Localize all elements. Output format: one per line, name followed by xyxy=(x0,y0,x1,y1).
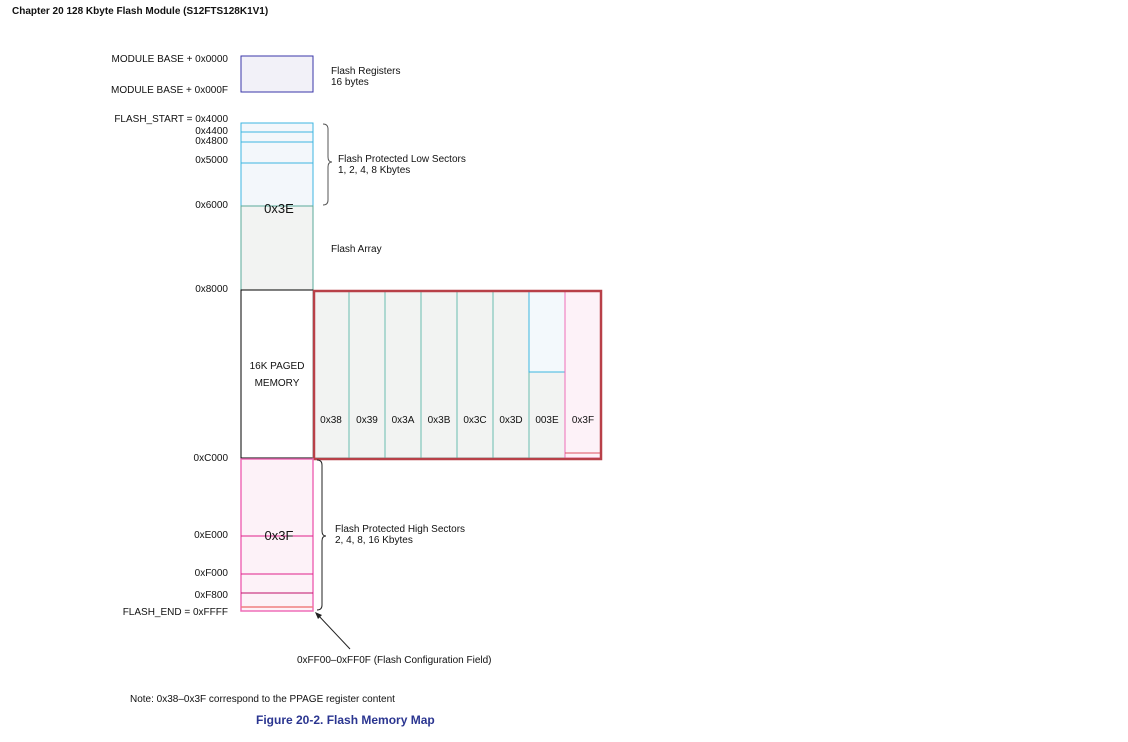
addr-c000: 0xC000 xyxy=(194,453,229,464)
page-label: 0x39 xyxy=(356,415,378,426)
chapter-header: Chapter 20 128 Kbyte Flash Module (S12FT… xyxy=(12,6,268,17)
addr-f800: 0xF800 xyxy=(195,590,229,601)
page-column xyxy=(564,290,602,459)
paged-window-frame xyxy=(312,289,603,461)
page-label: 003E xyxy=(535,415,559,426)
config-field-label: 0xFF00–0xFF0F (Flash Configuration Field… xyxy=(297,655,492,666)
paged-memory-label-2: MEMORY xyxy=(255,378,300,389)
addr-ffff: FLASH_END = 0xFFFF xyxy=(123,607,228,618)
figure-caption: Figure 20-2. Flash Memory Map xyxy=(256,713,435,727)
ppage-columns: 0x38 0x39 0x3A 0x3B 0x3C 0x3D 003E 0x3F xyxy=(312,290,602,459)
addr-8000: 0x8000 xyxy=(195,284,228,295)
low-sectors-sizes: 1, 2, 4, 8 Kbytes xyxy=(338,165,410,176)
page-column xyxy=(492,290,530,459)
addr-4800: 0x4800 xyxy=(195,136,228,147)
registers-size: 16 bytes xyxy=(331,77,369,88)
low-sectors-block xyxy=(240,122,314,207)
paged-memory-label: 16K PAGED xyxy=(250,361,305,372)
high-sectors-sizes: 2, 4, 8, 16 Kbytes xyxy=(335,535,413,546)
page-column xyxy=(348,290,386,459)
addr-4000: FLASH_START = 0x4000 xyxy=(114,114,228,125)
addr-module-base-0: MODULE BASE + 0x0000 xyxy=(112,54,229,65)
page-column xyxy=(420,290,458,459)
arrow-head-icon xyxy=(315,612,322,619)
registers-block xyxy=(240,55,314,93)
page-label: 0x3B xyxy=(428,415,451,426)
page-label: 0x38 xyxy=(320,415,342,426)
page-label: 0x3C xyxy=(463,415,486,426)
addr-module-base-f: MODULE BASE + 0x000F xyxy=(111,85,228,96)
page-label: 0x3D xyxy=(499,415,522,426)
flash-array-block xyxy=(240,205,314,291)
addr-6000: 0x6000 xyxy=(195,200,228,211)
config-field-arrow xyxy=(317,614,351,650)
flash-array-label: Flash Array xyxy=(331,244,382,255)
page-column xyxy=(456,290,494,459)
registers-label: Flash Registers xyxy=(331,66,400,77)
paged-memory-block xyxy=(240,289,314,459)
page-3f-label: 0x3F xyxy=(265,528,294,543)
page-label: 0x3F xyxy=(572,415,594,426)
addr-4400: 0x4400 xyxy=(195,126,228,137)
page-column xyxy=(384,290,422,459)
addr-f000: 0xF000 xyxy=(195,568,229,579)
addr-5000: 0x5000 xyxy=(195,155,228,166)
page-label: 0x3A xyxy=(392,415,415,426)
page-3e-low-sector xyxy=(528,290,566,373)
high-sectors-label: Flash Protected High Sectors xyxy=(335,524,465,535)
low-sectors-label: Flash Protected Low Sectors xyxy=(338,154,466,165)
high-sectors-brace xyxy=(316,459,327,611)
high-sectors-block xyxy=(240,458,314,612)
page-3e-label: 0x3E xyxy=(264,201,294,216)
page-column xyxy=(312,290,350,459)
note: Note: 0x38–0x3F correspond to the PPAGE … xyxy=(130,694,395,705)
low-sectors-brace xyxy=(322,123,333,206)
addr-e000: 0xE000 xyxy=(194,530,228,541)
